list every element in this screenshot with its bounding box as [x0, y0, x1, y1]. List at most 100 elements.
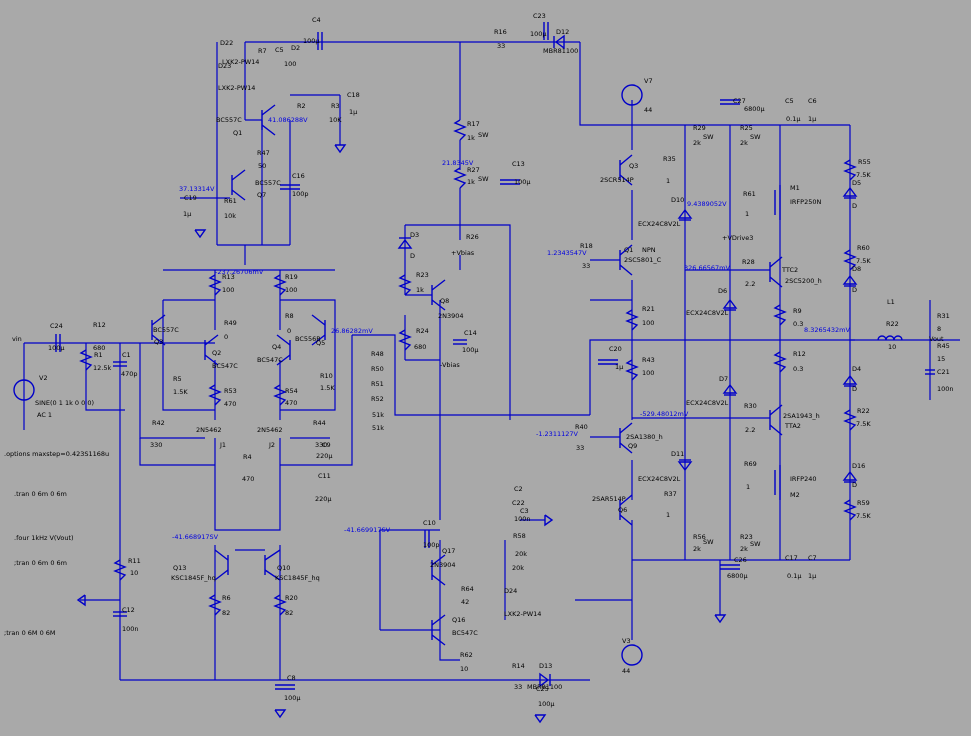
component-label: J2	[268, 441, 275, 449]
component-label: LXK2-PW14	[504, 610, 541, 618]
component-label: R58	[513, 532, 526, 540]
component-label: 1.5K	[173, 388, 188, 396]
component-label: V2	[39, 374, 48, 382]
component-label: 100µ	[48, 344, 65, 352]
component-label: C11	[318, 472, 331, 480]
component-label: Q1	[233, 129, 242, 137]
ground-symbols	[76, 144, 727, 724]
component-label: C20	[609, 345, 622, 353]
component-label: R13	[222, 273, 235, 281]
component-label: 0.3	[793, 365, 803, 373]
node-voltage-label: 8.3265432mV	[804, 326, 850, 334]
component-label: 2SA1380_h	[626, 433, 663, 441]
component-label: 1k	[467, 178, 475, 186]
component-label: 6800µ	[744, 105, 765, 113]
component-label: 2.2	[745, 426, 755, 434]
component-label: R59	[857, 499, 870, 507]
component-label: 2SA1943_h	[783, 412, 820, 420]
component-label: R45	[937, 342, 950, 350]
component-label: 2k	[740, 139, 748, 147]
component-label: 50	[258, 162, 266, 170]
component-label: Q8	[440, 297, 449, 305]
component-label: 6800µ	[727, 572, 748, 580]
component-label: R12	[93, 321, 106, 329]
component-label: Q3	[154, 338, 163, 346]
component-label: LXK2-PW14	[222, 58, 259, 66]
component-label: 100	[222, 286, 234, 294]
wires	[23, 41, 960, 681]
component-label: 8	[937, 325, 941, 333]
component-label: R56	[693, 533, 706, 541]
component-label: R26	[466, 233, 479, 241]
component-label: 44	[644, 106, 652, 114]
component-label: 42	[461, 598, 469, 606]
component-label: R43	[642, 356, 655, 364]
component-label: R22	[857, 407, 870, 415]
component-label: BC547C	[452, 629, 478, 637]
component-label: C3	[520, 507, 529, 515]
component-label: R61	[743, 190, 756, 198]
component-label: +Vbias	[451, 249, 475, 257]
component-label: 20k	[512, 564, 524, 572]
component-label: Q9	[628, 442, 637, 450]
component-label: MBR81100	[543, 47, 578, 55]
component-label: D11	[671, 450, 684, 458]
component-label: 330	[315, 441, 327, 449]
component-label: 100	[642, 319, 654, 327]
component-label: Q16	[452, 616, 465, 624]
component-label: 0	[287, 327, 291, 335]
component-label: 12.5k	[93, 364, 111, 372]
component-label: BC547C	[257, 356, 283, 364]
component-label: C23	[533, 12, 546, 20]
component-label: R9	[793, 307, 802, 315]
component-label: M1	[790, 184, 800, 192]
component-label: C4	[312, 16, 321, 24]
component-label: 1	[666, 511, 670, 519]
component-label: R29	[693, 124, 706, 132]
node-voltage-label: 326.66567mV	[684, 264, 730, 272]
component-label: C18	[347, 91, 360, 99]
node-voltage-label: 1.2343547V	[547, 249, 587, 257]
component-label: R10	[320, 372, 333, 380]
capacitors	[55, 22, 935, 690]
component-label: D8	[852, 265, 861, 273]
component-label: D10	[671, 196, 684, 204]
component-label: Vout	[929, 335, 944, 343]
component-label: D12	[556, 28, 569, 36]
component-label: 10k	[224, 212, 236, 220]
component-label: D13	[539, 662, 552, 670]
component-label: R53	[224, 387, 237, 395]
component-label: SW	[478, 131, 489, 139]
component-label: 100	[642, 369, 654, 377]
component-label: R5	[173, 375, 182, 383]
component-label: 2SAR514P	[592, 495, 626, 503]
component-label: R31	[937, 312, 950, 320]
component-label: BC557C	[153, 326, 179, 334]
component-label: R60	[857, 244, 870, 252]
component-label: 44	[622, 667, 630, 675]
component-label: D22	[220, 39, 233, 47]
component-label: 100n	[122, 625, 139, 633]
component-label: C22	[512, 499, 525, 507]
component-label: R37	[664, 490, 677, 498]
component-label: V7	[644, 77, 653, 85]
node-voltage-label: 9.4389052V	[687, 200, 727, 208]
source-v2	[13, 379, 35, 401]
component-label: 2k	[740, 545, 748, 553]
component-label: 330	[150, 441, 162, 449]
component-label: SW	[750, 540, 761, 548]
component-label: 1	[666, 177, 670, 185]
component-label: C9	[322, 441, 331, 449]
component-label: D24	[504, 587, 517, 595]
resistors	[79, 119, 857, 616]
component-label: 10	[460, 665, 468, 673]
component-label: 2SC5200_h	[785, 277, 822, 285]
component-label: J1	[219, 441, 226, 449]
component-label: 51k	[372, 424, 384, 432]
source-v7	[621, 84, 643, 106]
component-label: R62	[460, 651, 473, 659]
component-label: 2N3904	[438, 312, 464, 320]
component-label: D16	[852, 462, 865, 470]
voltage-sources	[13, 84, 643, 666]
